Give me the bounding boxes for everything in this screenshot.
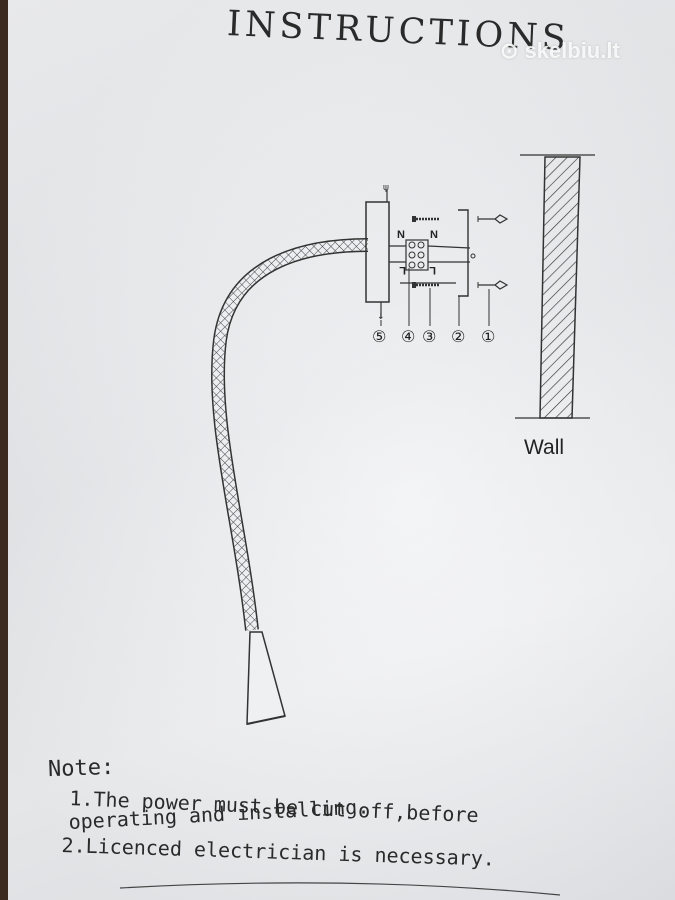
terminal-labels: N N L L [397, 229, 438, 276]
svg-text:ψ: ψ [383, 183, 389, 193]
terminal-block [389, 239, 476, 284]
callout-leaders [380, 268, 490, 326]
skelbiu-logo-icon: ⊙ [500, 38, 519, 63]
label-l-left: L [399, 264, 406, 276]
note-heading: Note: [47, 754, 115, 783]
wall-label: Wall [524, 436, 565, 459]
lamp-head [246, 631, 286, 725]
callout-1: ① [481, 327, 495, 346]
callout-numbers: ⑤ ④ ③ ② ① [372, 327, 495, 346]
label-l-right: L [429, 264, 436, 276]
footer-rule [119, 882, 561, 896]
mounting-bracket [458, 209, 469, 297]
wall-section [515, 154, 595, 419]
label-n-left: N [397, 229, 405, 241]
callout-4: ④ [401, 327, 415, 346]
callout-2: ② [451, 327, 465, 346]
mounting-base: ψ ↓ [365, 183, 390, 322]
svg-text:↓: ↓ [377, 312, 385, 322]
instruction-sheet [8, 0, 675, 900]
callout-5: ⑤ [372, 327, 386, 346]
watermark: ⊙skelbiu.lt [500, 38, 620, 64]
gooseneck-arm [211, 238, 369, 631]
label-n-right: N [430, 229, 438, 241]
callout-3: ③ [422, 327, 436, 346]
paper-shading [8, 0, 675, 900]
wall-anchors [477, 214, 509, 290]
screws [412, 216, 440, 288]
watermark-text: skelbiu.lt [524, 38, 620, 63]
